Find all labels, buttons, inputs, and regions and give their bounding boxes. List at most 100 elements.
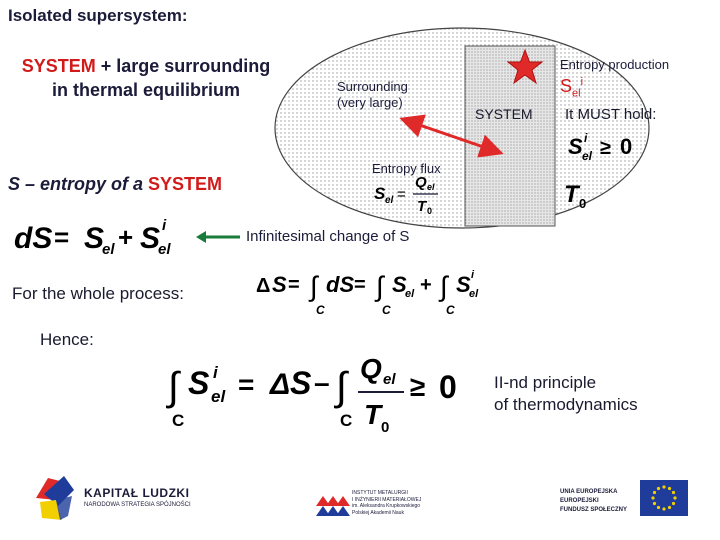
svg-text:S: S — [374, 184, 386, 203]
svg-text:=: = — [397, 186, 406, 203]
svg-text:el: el — [211, 387, 226, 406]
svg-text:T: T — [417, 198, 428, 215]
system-word: SYSTEM — [21, 56, 96, 76]
eu-logo-text: UNIA EUROPEJSKA EUROPEJSKI FUNDUSZ SPOŁE… — [560, 488, 627, 515]
eu-star — [671, 490, 676, 495]
svg-text:S: S — [456, 272, 471, 297]
svg-text:0: 0 — [427, 206, 432, 216]
eu-line3: FUNDUSZ SPOŁECZNY — [560, 507, 628, 513]
svg-text:=: = — [354, 274, 366, 296]
svg-text:+: + — [420, 274, 432, 296]
infinitesimal-arrow-head — [196, 231, 206, 243]
svg-text:S: S — [84, 222, 104, 255]
svg-text:el: el — [405, 288, 415, 300]
svg-text:dS: dS — [326, 272, 354, 297]
svg-text:C: C — [316, 303, 325, 317]
principle-label-line1: II-nd principle — [494, 373, 597, 392]
surrounding-label-line1: Surrounding — [337, 79, 408, 94]
eu-line1: UNIA EUROPEJSKA — [560, 489, 618, 495]
svg-text:∫: ∫ — [374, 271, 386, 302]
institute-line4: Polskiej Akademii Nauk — [352, 509, 404, 516]
eu-star — [652, 501, 657, 506]
system-description: SYSTEM + large surrounding in thermal eq… — [6, 54, 286, 102]
svg-text:=: = — [54, 222, 69, 252]
whole-process-label: For the whole process: — [12, 284, 184, 303]
svg-text:∫: ∫ — [438, 271, 450, 302]
system-description-rest: + large surrounding — [95, 56, 271, 76]
svg-text:∫: ∫ — [166, 365, 182, 409]
svg-text:T: T — [564, 181, 581, 208]
svg-text:=: = — [288, 274, 300, 296]
svg-text:Δ: Δ — [256, 275, 270, 297]
institute-logo-text: INSTYTUT METALURGII I INŻYNIERII MATERIA… — [352, 490, 421, 516]
svg-text:i: i — [471, 269, 475, 281]
t0-symbol: T 0 — [564, 181, 586, 211]
svg-text:S: S — [272, 272, 287, 297]
svg-text:Q: Q — [415, 174, 427, 191]
svg-text:T: T — [364, 399, 384, 430]
svg-text:i: i — [213, 363, 219, 382]
eu-star — [656, 505, 661, 510]
must-hold-label: It MUST hold: — [565, 106, 657, 123]
surrounding-label: Surrounding (very large) — [337, 79, 408, 111]
system-description-line2: in thermal equilibrium — [51, 80, 241, 100]
svg-text:Δ: Δ — [269, 368, 290, 401]
inequality-formula: S el i ≥ 0 — [568, 131, 632, 163]
svg-text:dS: dS — [14, 222, 52, 255]
surrounding-label-line2: (very large) — [337, 95, 403, 110]
entropy-production-symbol: Seli — [560, 76, 584, 100]
eu-star — [651, 496, 655, 500]
hence-label: Hence: — [40, 330, 94, 349]
infinitesimal-label: Infinitesimal change of S — [246, 228, 410, 245]
svg-text:0: 0 — [439, 369, 457, 405]
entropy-production-star — [506, 48, 544, 85]
svg-text:C: C — [172, 411, 184, 430]
svg-text:el: el — [383, 371, 396, 388]
svg-text:i: i — [584, 131, 588, 145]
entropy-definition-system: SYSTEM — [148, 174, 223, 194]
kapital-ludzki-subtitle: NARODOWA STRATEGIA SPÓJNOŚCI — [84, 502, 191, 508]
kapital-ludzki-logo-icon — [36, 476, 74, 520]
eu-flag-icon — [640, 480, 688, 516]
svg-text:0: 0 — [579, 196, 586, 211]
page-title: Isolated supersystem: — [8, 6, 188, 25]
whole-process-formula: Δ S = ∫ C dS = ∫ C S el + ∫ C S el i — [256, 269, 479, 317]
eu-line2: EUROPEJSKI — [560, 498, 599, 504]
institute-line3: im. Aleksandra Krupkowskiego — [352, 503, 421, 509]
svg-text:S: S — [140, 222, 160, 255]
eu-star — [673, 496, 677, 500]
svg-text:el: el — [469, 288, 479, 300]
entropy-definition: S – entropy of a SYSTEM — [8, 174, 222, 195]
svg-text:C: C — [382, 303, 391, 317]
entropy-flux-label: Entropy flux — [372, 161, 441, 176]
ds-formula: dS = S el + S el i — [14, 217, 171, 258]
institute-line2: I INŻYNIERII MATERIAŁOWEJ — [352, 496, 422, 503]
svg-text:0: 0 — [381, 419, 389, 436]
svg-text:0: 0 — [620, 134, 632, 159]
flux-formula: S el = Q el T 0 — [374, 174, 438, 216]
svg-text:el: el — [385, 195, 394, 206]
system-box — [464, 45, 556, 227]
svg-text:i: i — [162, 217, 167, 234]
svg-text:C: C — [340, 411, 352, 430]
svg-text:≥: ≥ — [600, 137, 611, 159]
eu-star — [667, 486, 672, 491]
svg-text:el: el — [582, 149, 593, 163]
svg-text:el: el — [158, 241, 171, 258]
svg-text:∫: ∫ — [308, 271, 320, 302]
entropy-flux-arrow — [399, 114, 504, 158]
svg-text:∫: ∫ — [334, 365, 350, 409]
svg-text:≥: ≥ — [410, 371, 425, 402]
eu-star — [652, 490, 657, 495]
svg-text:el: el — [427, 182, 435, 192]
eu-star — [662, 485, 666, 489]
svg-text:S: S — [290, 365, 312, 401]
svg-text:C: C — [446, 303, 455, 317]
eu-star — [662, 507, 666, 511]
institute-line1: INSTYTUT METALURGII — [352, 490, 408, 496]
kapital-ludzki-title: KAPITAŁ LUDZKI — [84, 486, 190, 500]
svg-text:–: – — [314, 367, 330, 398]
system-box-label: SYSTEM — [475, 106, 533, 122]
principle-label: II-nd principle of thermodynamics — [494, 372, 638, 416]
